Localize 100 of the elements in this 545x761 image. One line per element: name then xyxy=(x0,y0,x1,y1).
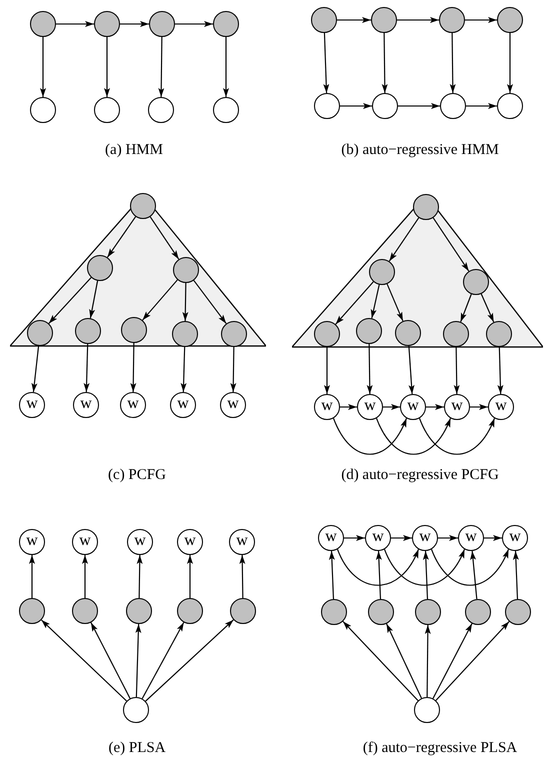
panel-caption: (b) auto−regressive HMM xyxy=(341,142,499,159)
arrow xyxy=(104,37,110,97)
filled-circle xyxy=(311,7,337,33)
arrow xyxy=(366,344,373,394)
word-node-circle: w xyxy=(502,525,528,551)
arrow xyxy=(142,279,178,321)
arrow xyxy=(90,622,131,699)
filled-circle xyxy=(505,599,531,625)
filled-circle xyxy=(213,11,239,37)
arrow xyxy=(398,103,440,109)
filled-circle xyxy=(413,194,439,220)
arrow xyxy=(432,218,470,272)
word-node-circle: w xyxy=(444,394,470,420)
arrow xyxy=(424,625,431,697)
arrow xyxy=(419,418,495,455)
arrow xyxy=(31,346,40,392)
empty-circle xyxy=(148,97,174,123)
arrow xyxy=(136,555,143,598)
empty-circle xyxy=(440,93,466,119)
arrow xyxy=(460,294,472,322)
arrow xyxy=(422,550,429,600)
arrow xyxy=(187,555,193,598)
word-node-circle: w xyxy=(19,392,45,418)
arrow xyxy=(135,624,142,698)
word-node-circle: w xyxy=(120,392,146,418)
filled-circle xyxy=(94,11,120,37)
word-node-circle: w xyxy=(72,529,98,555)
arrow xyxy=(239,555,246,598)
arrow xyxy=(180,346,187,392)
arrow xyxy=(193,280,227,324)
filled-circle xyxy=(130,193,156,219)
arrow xyxy=(376,418,451,455)
filled-circle xyxy=(72,598,98,624)
word-node-circle: w xyxy=(458,525,484,551)
word-node-circle: w xyxy=(19,529,45,555)
arrow xyxy=(340,404,357,410)
arrow xyxy=(182,283,188,321)
arrow xyxy=(340,103,372,109)
panel-caption: (d) auto−regressive PCFG xyxy=(341,467,499,484)
empty-circle xyxy=(213,97,239,123)
arrow xyxy=(145,619,234,702)
panel-caption: (f) auto−regressive PLSA xyxy=(362,740,518,757)
arrow xyxy=(432,623,472,699)
word-node-circle: w xyxy=(365,525,391,551)
filled-circle xyxy=(415,599,441,625)
filled-circle xyxy=(497,7,523,33)
empty-circle xyxy=(414,697,440,723)
empty-circle xyxy=(123,697,149,723)
arrow xyxy=(384,549,465,586)
arrow xyxy=(470,404,488,410)
arrow xyxy=(470,550,478,600)
arrow xyxy=(507,33,513,93)
arrow xyxy=(328,550,335,600)
arrow xyxy=(223,37,229,97)
filled-circle xyxy=(19,598,45,624)
word-node-circle: w xyxy=(229,529,255,555)
arrow xyxy=(324,347,330,394)
arrow xyxy=(41,620,127,702)
arrow xyxy=(466,103,497,109)
arrow xyxy=(344,535,365,541)
arrow xyxy=(388,217,420,262)
arrow xyxy=(106,216,136,258)
arrow xyxy=(465,17,497,23)
panel-caption: (e) PLSA xyxy=(108,740,166,757)
arrow xyxy=(150,216,180,260)
filled-circle xyxy=(30,11,56,37)
arrow xyxy=(382,33,388,93)
arrow xyxy=(383,404,400,410)
arrow xyxy=(376,550,382,600)
arrow xyxy=(484,535,502,541)
arrow xyxy=(431,549,509,586)
arrow xyxy=(438,535,458,541)
filled-circle xyxy=(177,598,203,624)
arrow xyxy=(130,343,136,392)
filled-circle xyxy=(371,7,397,33)
word-node-circle: w xyxy=(127,529,153,555)
arrow xyxy=(84,344,90,392)
word-node-circle: w xyxy=(488,394,514,420)
filled-circle xyxy=(439,7,465,33)
word-node-circle: w xyxy=(73,392,99,418)
arrow xyxy=(175,21,213,27)
empty-circle xyxy=(314,93,340,119)
arrow xyxy=(342,621,418,701)
arrow xyxy=(386,284,404,322)
arrow xyxy=(323,32,330,94)
arrow xyxy=(454,347,460,394)
arrow xyxy=(142,622,184,699)
arrow xyxy=(480,294,494,322)
word-node-circle: w xyxy=(357,394,383,420)
arrow xyxy=(89,280,98,318)
arrow xyxy=(335,281,374,325)
arrow xyxy=(120,21,149,27)
word-node-circle: w xyxy=(314,394,340,420)
empty-circle xyxy=(497,93,523,119)
filled-circle xyxy=(368,599,394,625)
empty-circle xyxy=(30,97,56,123)
arrow xyxy=(40,37,46,97)
panel-caption: (a) HMM xyxy=(105,142,163,159)
arrow xyxy=(230,347,236,392)
panel-caption: (c) PCFG xyxy=(108,467,166,484)
